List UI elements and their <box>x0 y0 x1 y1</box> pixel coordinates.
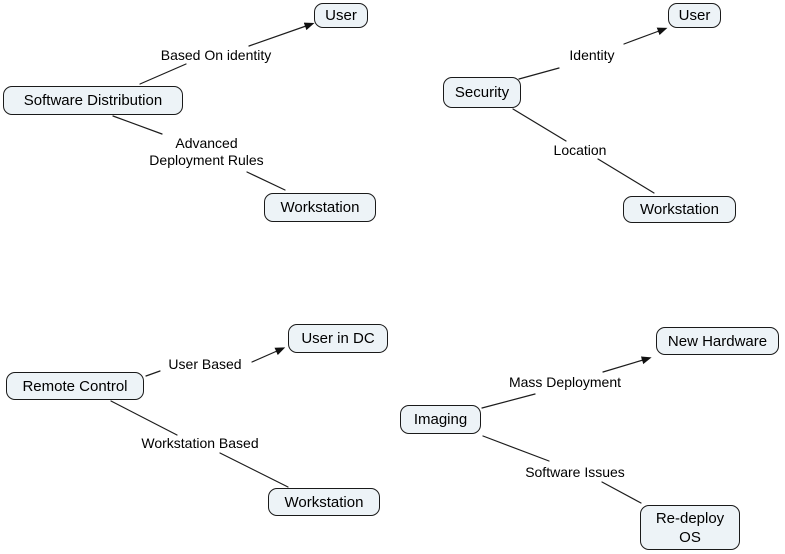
link-line-label1-user2 <box>623 27 668 45</box>
link-label-based-on-identity[interactable]: Based On identity <box>160 47 272 63</box>
link-label-identity[interactable]: Identity <box>569 47 615 63</box>
link-line-security-label1 <box>518 67 560 80</box>
concept-node-new-hardware[interactable]: New Hardware <box>656 327 779 355</box>
link-line-softdist-label2 <box>112 115 163 135</box>
link-line-remote-label2 <box>110 400 178 436</box>
link-line-imaging-label2 <box>482 435 550 462</box>
link-label-user-based[interactable]: User Based <box>168 356 242 372</box>
concept-node-workstation-2[interactable]: Workstation <box>623 196 736 223</box>
concept-node-security[interactable]: Security <box>443 77 521 108</box>
link-line-security-label2 <box>512 108 567 142</box>
link-label-mass-deployment[interactable]: Mass Deployment <box>508 374 622 390</box>
concept-node-workstation-1[interactable]: Workstation <box>264 193 376 222</box>
link-line-label2-workstation3 <box>219 452 289 488</box>
link-line-imaging-label1 <box>481 393 536 409</box>
concept-node-user-1[interactable]: User <box>314 3 368 28</box>
link-line-label1-newhardware <box>602 356 652 373</box>
link-line-label1-userdc <box>251 347 286 363</box>
link-line-softdist-label1 <box>139 63 187 85</box>
link-label-workstation-based[interactable]: Workstation Based <box>141 435 259 451</box>
concept-node-remote-control[interactable]: Remote Control <box>6 372 144 400</box>
link-line-remote-label1 <box>145 370 161 377</box>
link-line-label2-redeploy <box>601 481 642 504</box>
link-label-software-issues[interactable]: Software Issues <box>525 464 625 480</box>
link-label-advanced-deployment-rules[interactable]: Advanced Deployment Rules <box>149 135 264 168</box>
link-line-label2-workstation2 <box>597 158 655 194</box>
concept-node-imaging[interactable]: Imaging <box>400 405 481 434</box>
link-label-location[interactable]: Location <box>553 142 607 158</box>
link-line-label1-user <box>248 22 315 47</box>
concept-node-re-deploy-os[interactable]: Re-deploy OS <box>640 505 740 550</box>
concept-node-user-in-dc[interactable]: User in DC <box>288 324 388 353</box>
concept-node-software-distribution[interactable]: Software Distribution <box>3 86 183 115</box>
link-line-label2-workstation <box>246 171 286 191</box>
concept-node-workstation-3[interactable]: Workstation <box>268 488 380 516</box>
concept-node-user-2[interactable]: User <box>668 3 721 28</box>
